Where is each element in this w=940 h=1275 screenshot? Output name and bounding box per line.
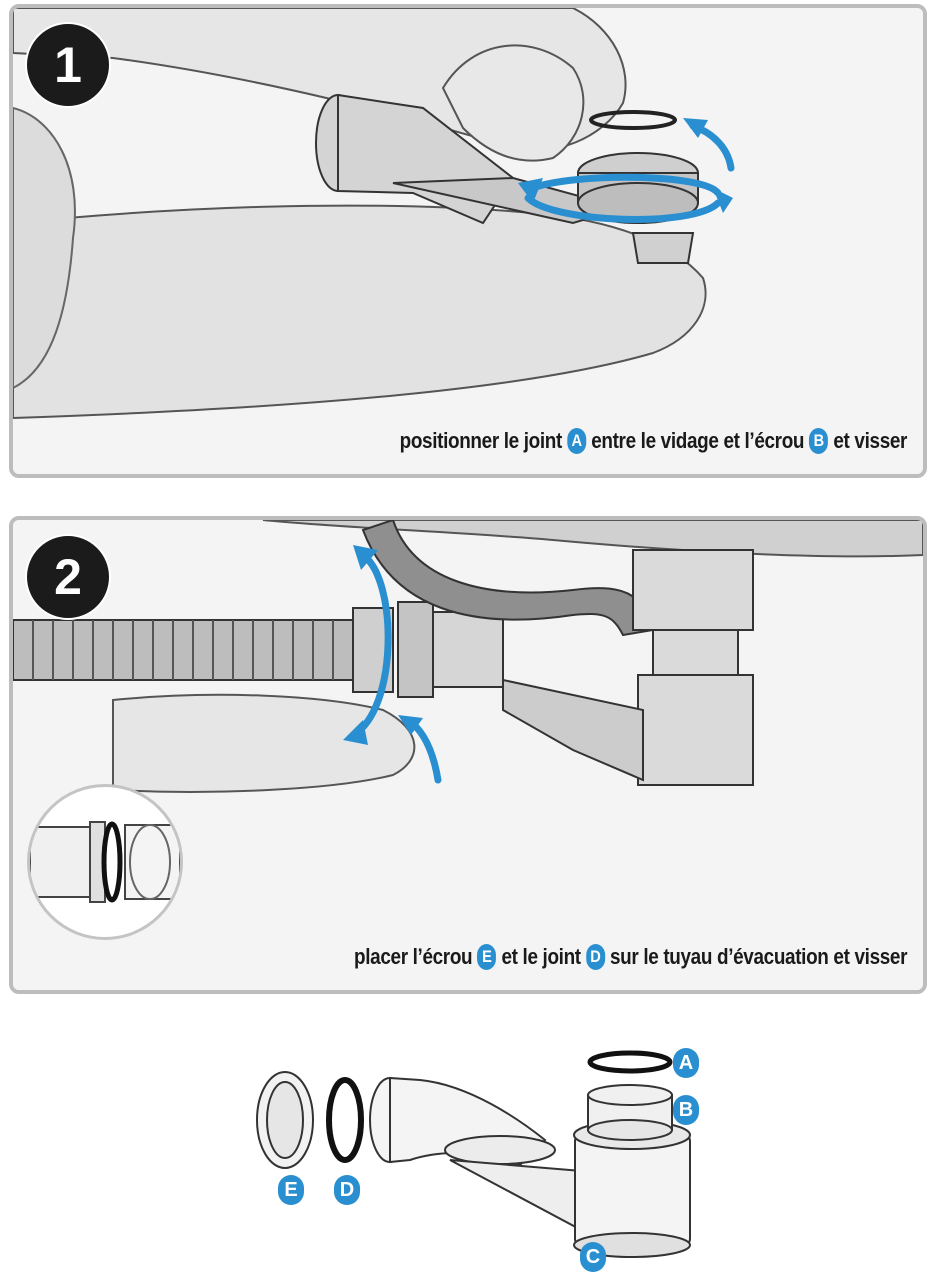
step-1-panel: 1: [9, 4, 927, 478]
step-number-badge: 2: [25, 534, 111, 620]
caption-text: positionner le joint: [399, 428, 563, 453]
part-a-gasket: [587, 1050, 673, 1074]
caption-text: sur le tuyau d’évacuation et visser: [609, 944, 907, 969]
part-e-nut: [256, 1071, 314, 1169]
part-b-nut: [587, 1084, 673, 1141]
part-d-gasket: [326, 1077, 364, 1163]
step-2-panel: 2: [9, 516, 927, 994]
part-c-siphon: [369, 1076, 692, 1258]
thread-detail-illustration: [30, 821, 180, 903]
step-1-caption: positionner le joint A entre le vidage e…: [400, 428, 907, 454]
caption-text: et le joint: [501, 944, 581, 969]
part-letter-badge-d: D: [585, 944, 605, 970]
part-letter-badge-a: A: [567, 428, 586, 454]
part-letter-badge-b: B: [809, 428, 829, 454]
parts-diagram: A B C D E: [0, 1000, 940, 1275]
part-letter-badge-e: E: [477, 944, 497, 970]
part-label-d: D: [334, 1175, 360, 1205]
caption-text: et visser: [833, 428, 907, 453]
step-2-caption: placer l’écrou E et le joint D sur le tu…: [354, 944, 907, 970]
part-label-c: C: [580, 1242, 606, 1272]
detail-inset: [27, 784, 183, 940]
part-label-e: E: [278, 1175, 304, 1205]
step-1-illustration: [13, 8, 923, 474]
part-label-b: B: [673, 1095, 699, 1125]
caption-text: entre le vidage et l’écrou: [591, 428, 805, 453]
part-label-a: A: [673, 1048, 699, 1078]
caption-text: placer l’écrou: [353, 944, 473, 969]
step-number-badge: 1: [25, 22, 111, 108]
parts-illustration: [256, 1050, 692, 1258]
